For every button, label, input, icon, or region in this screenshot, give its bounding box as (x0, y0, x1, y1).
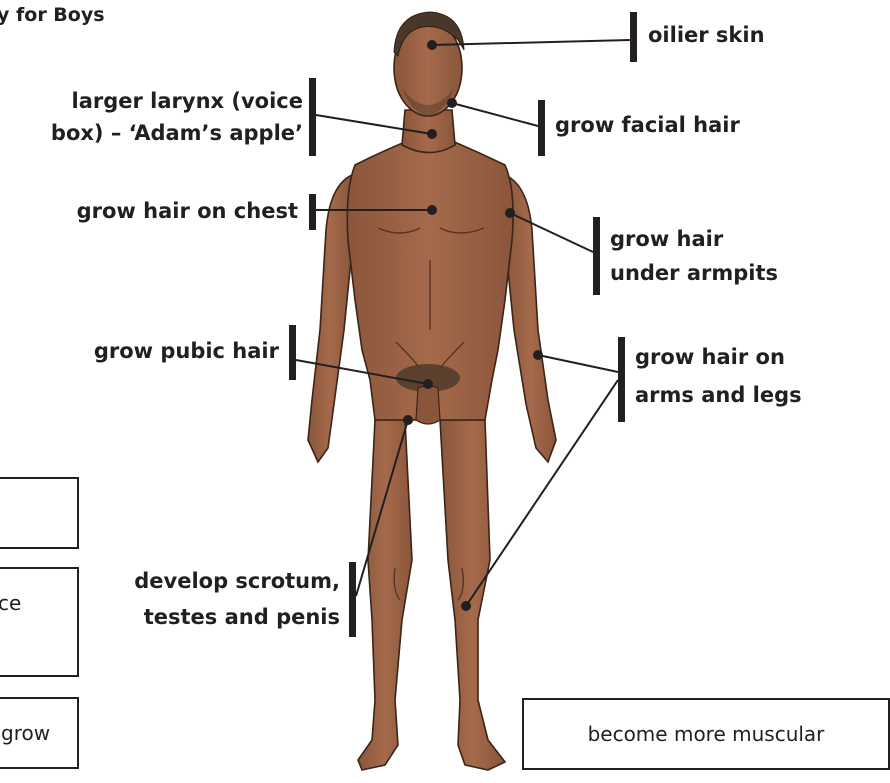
label-pubic-hair: grow pubic hair (94, 336, 279, 367)
label-marker-bar (630, 12, 637, 62)
label-marker-bar (618, 337, 625, 422)
label-marker-bar (538, 100, 545, 156)
label-marker-bar (309, 194, 316, 230)
label-scrotum-line1: develop scrotum, (134, 566, 340, 597)
label-chest-hair: grow hair on chest (77, 196, 298, 227)
label-oilier-skin: oilier skin (648, 20, 765, 51)
label-marker-bar (289, 325, 296, 380)
label-facial-hair: grow facial hair (555, 110, 740, 141)
label-arms-legs-line2: arms and legs (635, 380, 802, 411)
label-marker-bar (349, 562, 356, 637)
answer-box-left-1[interactable] (0, 477, 79, 549)
label-armpit-line2: under armpits (610, 258, 778, 289)
answer-box-left-2-text: ce (0, 591, 21, 615)
answer-box-muscular[interactable]: become more muscular (522, 698, 890, 770)
label-larynx-line1: larger larynx (voice (72, 86, 304, 117)
answer-box-left-3[interactable]: grow (0, 697, 79, 769)
label-armpit-line1: grow hair (610, 224, 723, 255)
label-scrotum-line2: testes and penis (144, 602, 340, 633)
answer-box-left-2[interactable]: ce (0, 567, 79, 677)
page-title-fragment: y for Boys (0, 0, 105, 31)
label-marker-bar (309, 78, 316, 156)
answer-box-muscular-text: become more muscular (588, 722, 825, 746)
answer-box-left-3-text: grow (1, 721, 50, 745)
label-arms-legs-line1: grow hair on (635, 342, 785, 373)
label-larynx-line2: box) – ‘Adam’s apple’ (51, 118, 303, 149)
label-marker-bar (593, 217, 600, 295)
